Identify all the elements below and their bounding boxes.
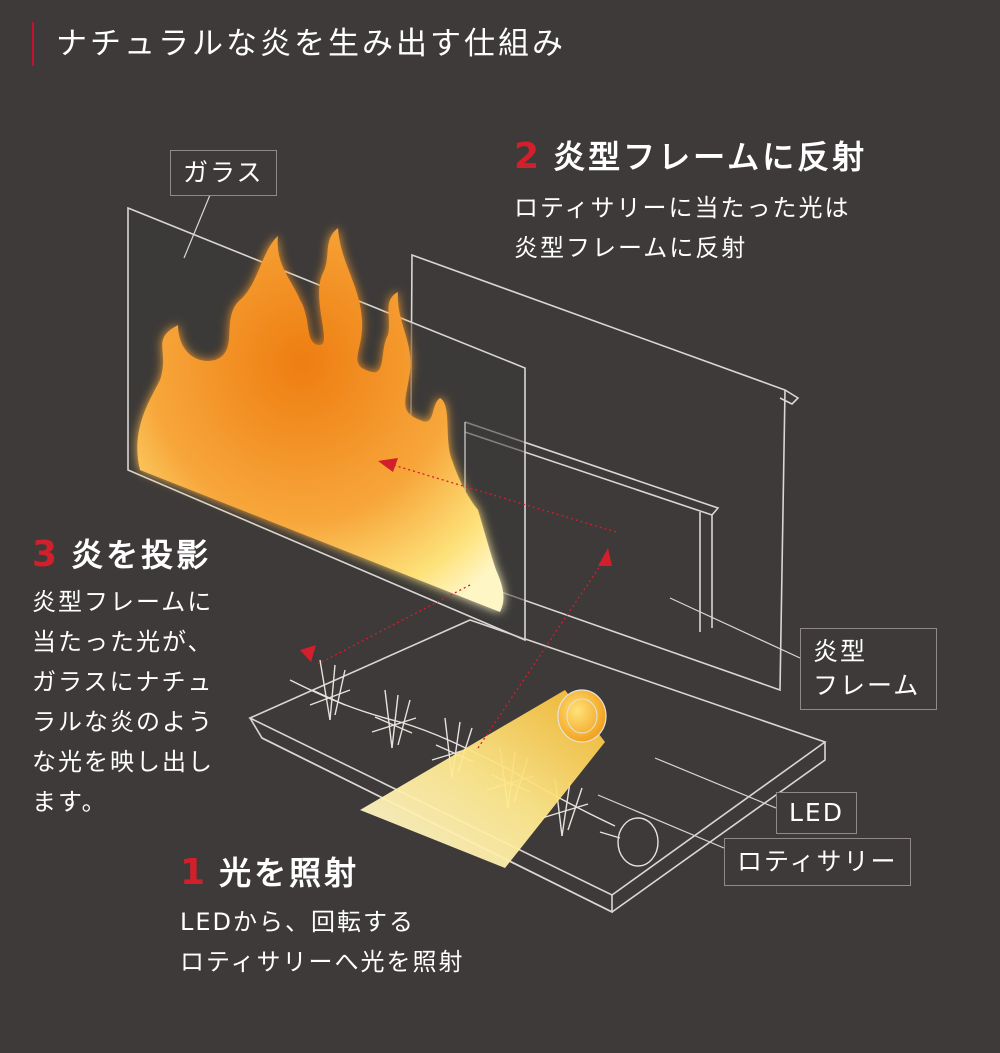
label-glass: ガラス (170, 150, 277, 196)
step-number: 1 (180, 852, 205, 893)
step-illuminate-heading: 1 光を照射 (180, 848, 359, 894)
step-reflect-description: ロティサリーに当たった光は 炎型フレームに反射 (514, 188, 851, 268)
step-reflect-heading: 2 炎型フレームに反射 (514, 132, 867, 178)
led-unit (558, 690, 606, 742)
label-led: LED (776, 792, 857, 834)
step-title: 光を照射 (219, 854, 359, 892)
step-title: 炎を投影 (71, 536, 211, 574)
step-illuminate-description: LEDから、回転する ロティサリーへ光を照射 (180, 902, 465, 982)
arrow-head-down-left (300, 645, 316, 662)
step-number: 3 (32, 534, 57, 575)
step-number: 2 (514, 136, 539, 177)
step-title: 炎型フレームに反射 (553, 138, 867, 176)
label-rotisserie: ロティサリー (724, 838, 911, 886)
step-project-heading: 3 炎を投影 (32, 530, 211, 576)
label-frame: 炎型 フレーム (800, 628, 937, 710)
step-project-description: 炎型フレームに 当たった光が、 ガラスにナチュ ラルな炎のよう な光を映し出し … (32, 582, 214, 822)
